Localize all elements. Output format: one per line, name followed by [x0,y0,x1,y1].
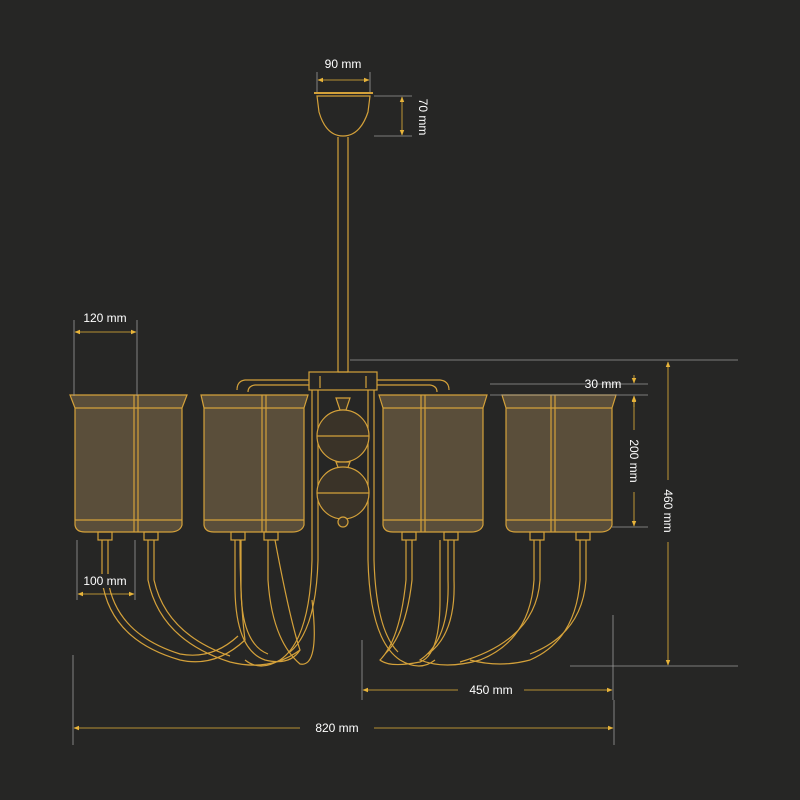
shade-top-band-label: 30 mm [585,377,622,391]
lamp-shades [69,394,617,533]
ceiling-canopy [314,92,373,137]
shade-base-width-label: 100 mm [83,574,126,588]
stem-rod [337,137,349,373]
arm-reach-label: 450 mm [469,683,512,697]
total-width-label: 820 mm [315,721,358,735]
canopy-width-label: 90 mm [325,57,362,71]
dimension-labels: 90 mm 70 mm 120 mm 100 mm 30 mm 200 mm 4… [83,57,675,735]
chandelier-outline [69,92,617,667]
lamp-shade [378,394,488,533]
lamp-shade [200,394,309,533]
canopy-height-label: 70 mm [416,99,430,136]
curved-arms [101,539,587,666]
shade-height-label: 200 mm [627,439,641,482]
lamp-holders [97,531,591,541]
lamp-shade [501,394,617,533]
shade-width-label: 120 mm [83,311,126,325]
lamp-shade [69,394,188,533]
total-height-label: 460 mm [661,489,675,532]
arm-frame [236,371,450,393]
center-ornament [316,397,370,528]
